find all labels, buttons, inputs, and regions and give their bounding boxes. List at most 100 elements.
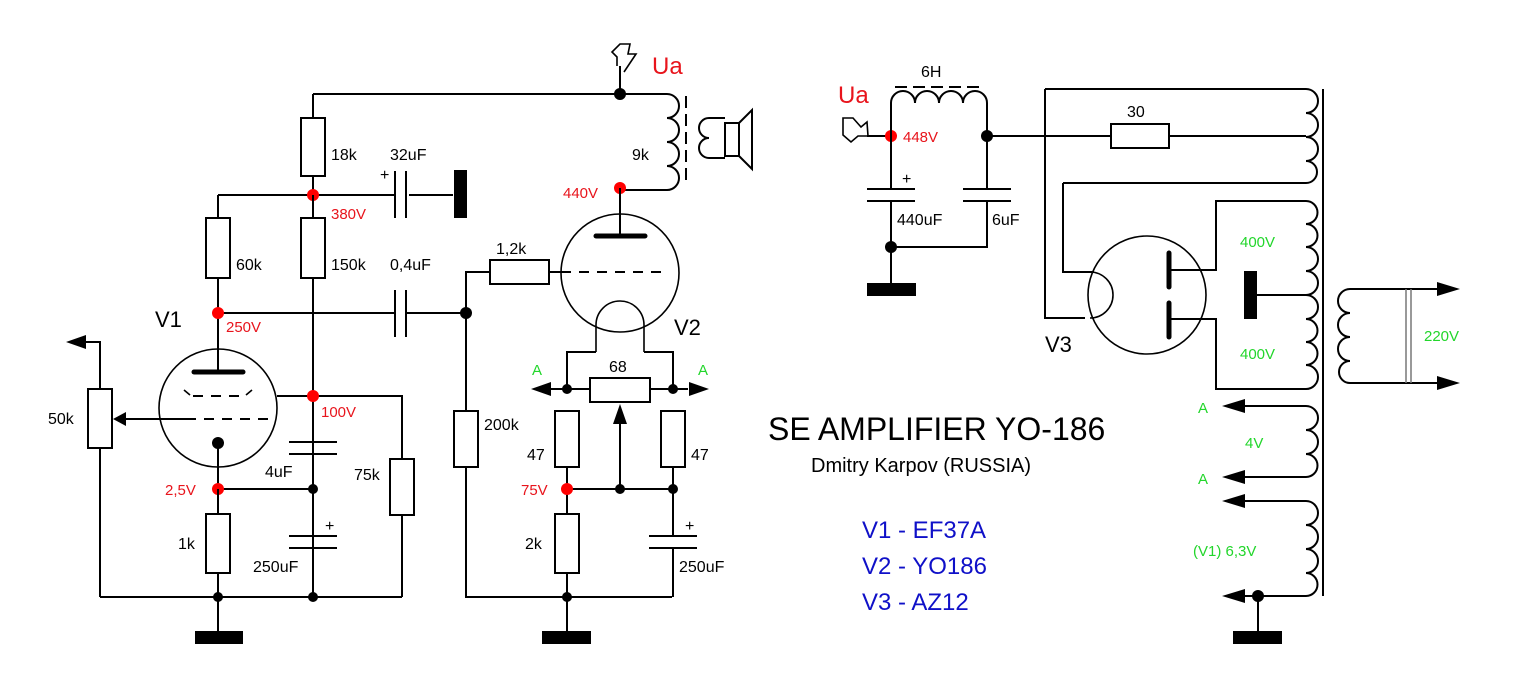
ua-label-output: Ua [652, 53, 683, 80]
transformer-winding-4v [1243, 405, 1319, 478]
label-250uf-v2: 250uF [679, 559, 725, 576]
hum-pot-wiper-icon [613, 404, 627, 424]
mains-arrow-icon [1437, 376, 1460, 390]
voltage-2-5v: 2,5V [165, 482, 196, 499]
label-6h: 6H [921, 64, 941, 81]
label-18k: 18k [331, 147, 358, 164]
ground-symbol [454, 170, 467, 218]
tap-label-a-right: A [698, 362, 708, 379]
voltage-448v: 448V [903, 129, 938, 146]
speaker-icon [738, 107, 753, 172]
resistor-2k [554, 513, 580, 574]
label-250uf-v1: 250uF [253, 559, 299, 576]
v1-stage: 18k + 32uF 380V 60k 150k 0,4uF 250V V1 [48, 93, 667, 644]
label-2k: 2k [525, 536, 543, 553]
input-arrow-icon [66, 335, 86, 349]
title-block: SE AMPLIFIER YO-186 Dmitry Karpov (RUSSI… [768, 411, 1105, 616]
svg-text:+: + [685, 518, 694, 535]
tap-label-a-left: A [532, 362, 542, 379]
label-200k: 200k [484, 417, 520, 434]
label-4v: 4V [1245, 435, 1263, 452]
node-100v [307, 390, 319, 402]
heater-tap-arrow-icon [1222, 399, 1245, 413]
label-220v: 220V [1424, 328, 1459, 345]
label-47-left: 47 [527, 447, 545, 464]
ground-symbol [542, 631, 591, 644]
label-1-2k: 1,2k [496, 241, 527, 258]
transformer-primary [1337, 288, 1437, 384]
tube-legend-v2: V2 - YO186 [862, 553, 987, 580]
node-75v [561, 483, 573, 495]
label-68: 68 [609, 359, 627, 376]
tube-v3 [1087, 235, 1207, 355]
label-150k: 150k [331, 257, 367, 274]
resistor-18k [300, 117, 326, 177]
resistor-60k [205, 217, 231, 279]
label-4uf: 4uF [265, 464, 293, 481]
mains-arrow-icon [1437, 282, 1460, 296]
ground-symbol [1244, 271, 1257, 319]
heater-tap-arrow-icon [1222, 470, 1245, 484]
tube-legend-v3: V3 - AZ12 [862, 589, 969, 616]
svg-text:+: + [902, 171, 911, 188]
label-6uf: 6uF [992, 212, 1020, 229]
resistor-30 [1110, 123, 1170, 149]
potentiometer-50k[interactable] [87, 388, 113, 449]
heater-tap-arrow-icon [1222, 494, 1245, 508]
resistor-150k [300, 217, 326, 279]
power-supply: Ua 448V 6H 30 + 440uF 6uF [838, 64, 1460, 644]
choke-6h [890, 90, 988, 136]
label-400v-lower: 400V [1240, 346, 1275, 363]
resistor-1k [205, 513, 231, 574]
label-1k: 1k [178, 536, 196, 553]
resistor-200k [453, 410, 479, 468]
tube-legend-v1: V1 - EF37A [862, 517, 986, 544]
ua-connector-icon [842, 117, 869, 144]
voltage-440v: 440V [563, 185, 598, 202]
ground-symbol [1233, 631, 1282, 644]
label-50k: 50k [48, 411, 75, 428]
svg-text:+: + [325, 518, 334, 535]
ground-symbol [867, 283, 916, 296]
voltage-100v: 100V [321, 404, 356, 421]
tube-label-v3: V3 [1045, 332, 1072, 357]
voltage-380v: 380V [331, 206, 366, 223]
node-250v [212, 307, 224, 319]
voltage-75v: 75V [521, 482, 548, 499]
tube-label-v2: V2 [674, 315, 701, 340]
heater-tap-arrow-left-icon [531, 382, 551, 396]
transformer-winding-5v [1305, 88, 1319, 184]
label-60k: 60k [236, 257, 263, 274]
svg-text:+: + [380, 167, 389, 184]
tap-label-a-upper: A [1198, 400, 1208, 417]
transformer-winding-hv [1305, 200, 1319, 390]
potentiometer-68[interactable] [589, 377, 651, 403]
label-04uf: 0,4uF [390, 257, 431, 274]
resistor-1-2k [489, 259, 550, 285]
label-400v-upper: 400V [1240, 234, 1275, 251]
resistor-75k [389, 458, 415, 516]
resistor-47-left [554, 410, 580, 468]
v2-stage: Ua 9k 440V V2 1,2k 200k [453, 43, 753, 644]
voltage-250v: 250V [226, 319, 261, 336]
diagram-author: Dmitry Karpov (RUSSIA) [811, 455, 1031, 477]
ground-symbol [195, 631, 243, 644]
wiper-arrow-icon [113, 412, 126, 426]
output-transformer-secondary [698, 117, 725, 159]
label-32uf: 32uF [390, 147, 427, 164]
output-transformer-primary [620, 93, 680, 191]
label-9k: 9k [632, 147, 650, 164]
resistor-47-right [660, 410, 686, 468]
diagram-title: SE AMPLIFIER YO-186 [768, 411, 1105, 447]
heater-tap-arrow-right-icon [689, 382, 709, 396]
label-47-right: 47 [691, 447, 709, 464]
label-30: 30 [1127, 104, 1145, 121]
ua-label-supply: Ua [838, 82, 869, 109]
label-440uf: 440uF [897, 212, 943, 229]
transformer-winding-6-3v [1243, 500, 1319, 597]
heater-tap-arrow-icon [1222, 589, 1245, 603]
tube-v2 [560, 213, 680, 352]
tube-label-v1: V1 [155, 307, 182, 332]
tap-label-a-lower: A [1198, 471, 1208, 488]
